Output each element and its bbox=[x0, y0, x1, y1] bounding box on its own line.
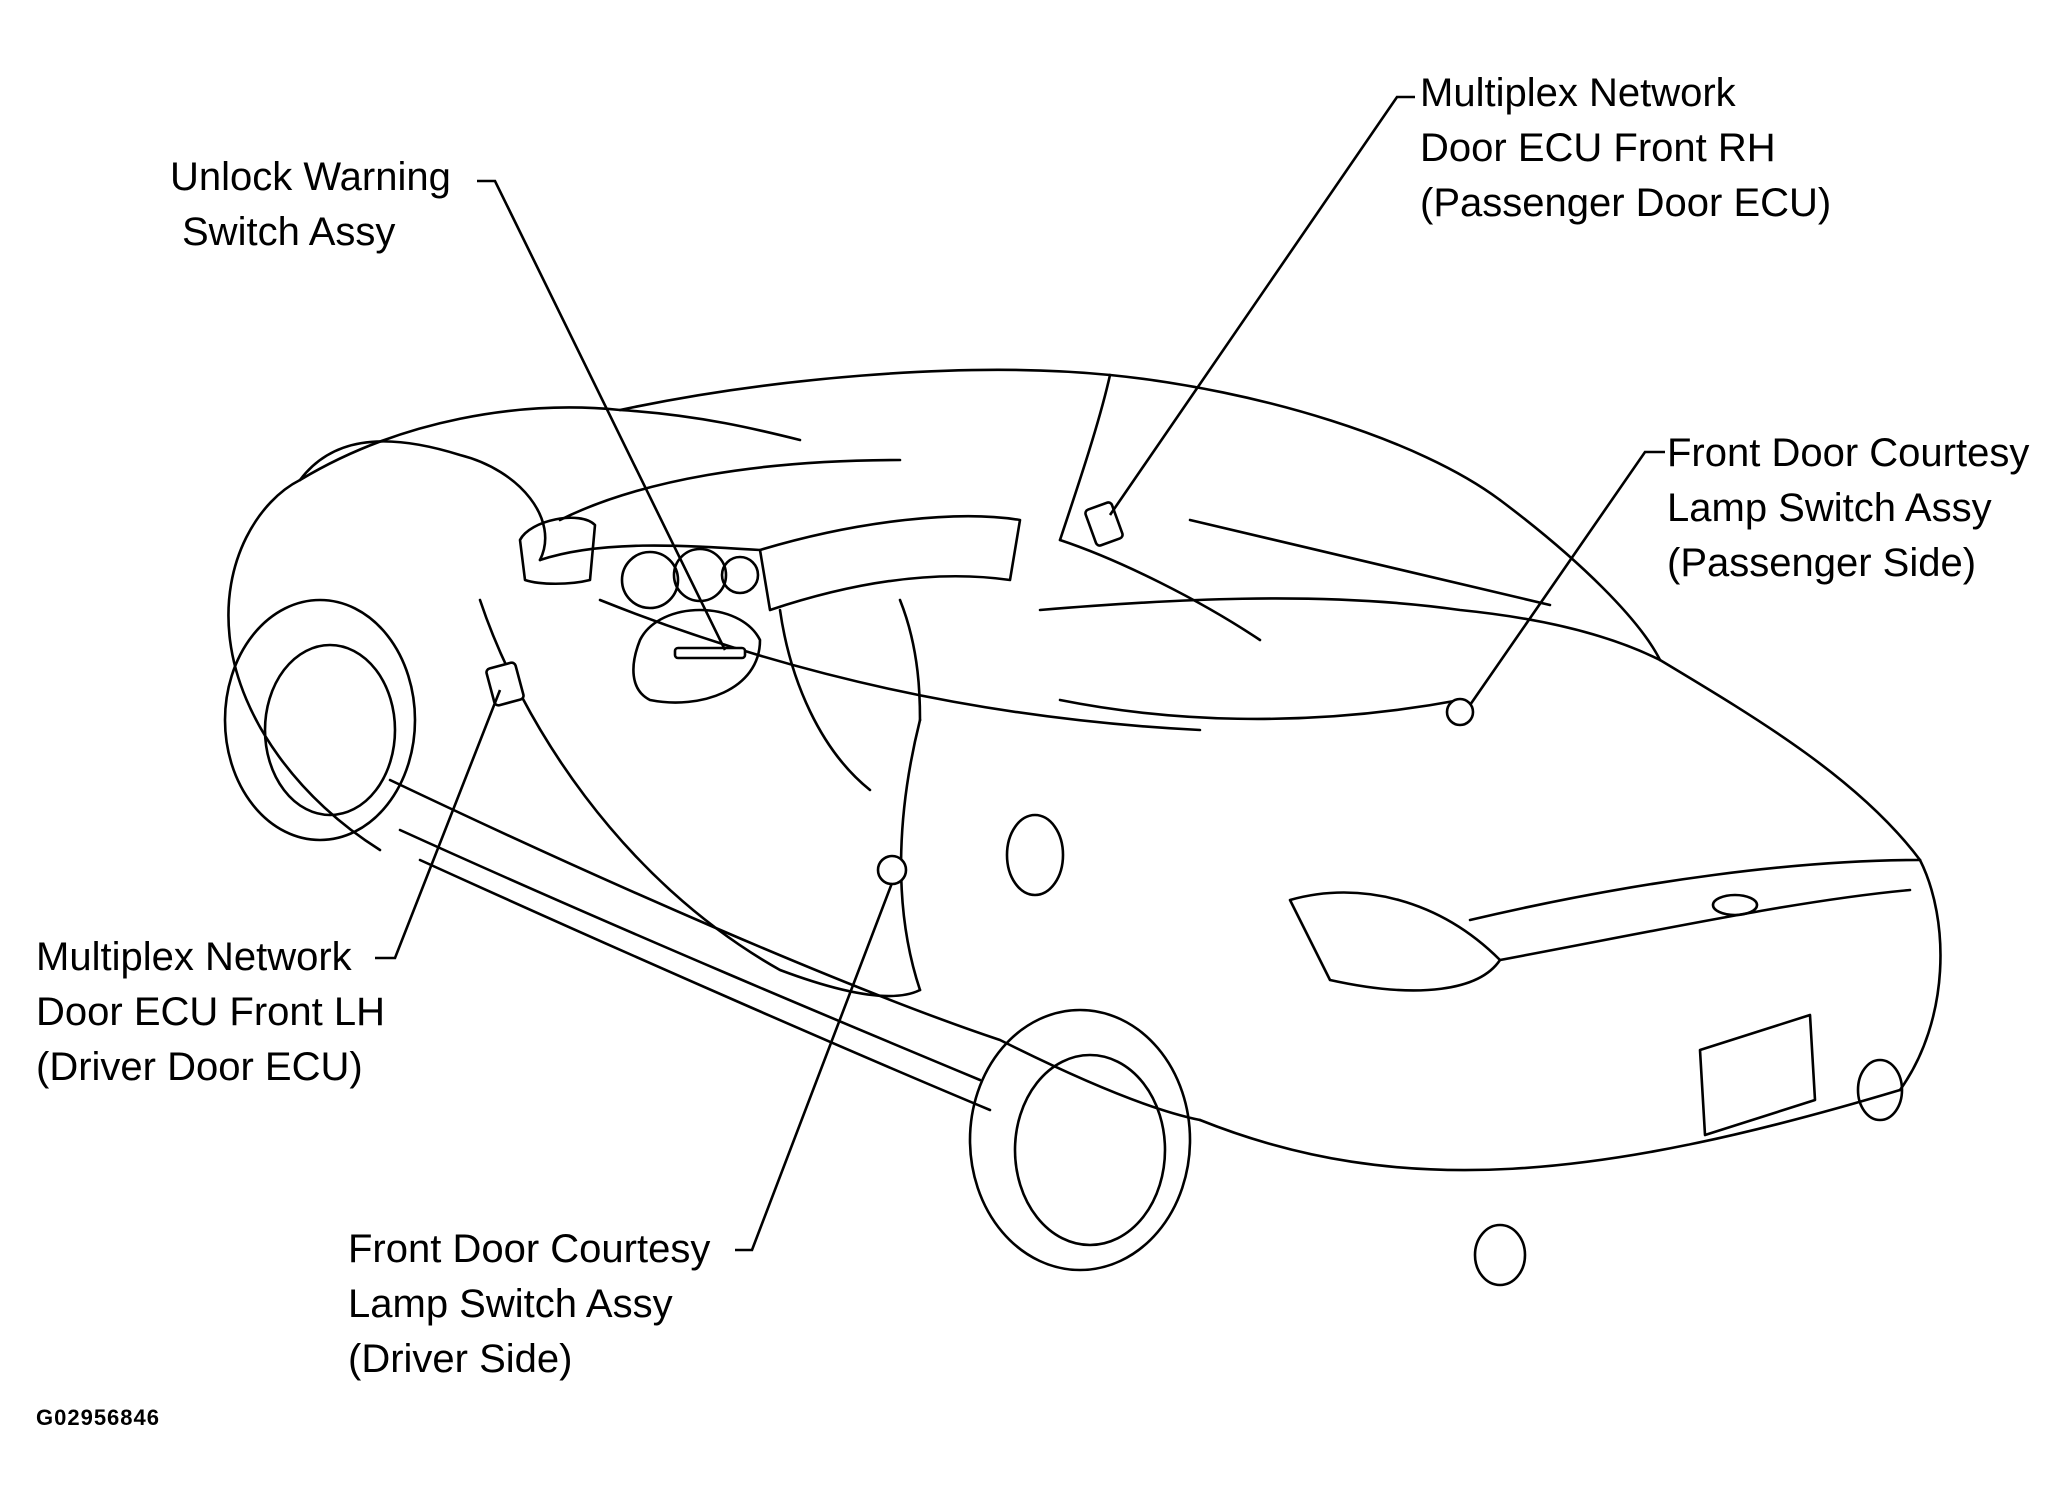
label-ecu-front-lh: Multiplex Network Door ECU Front LH (Dri… bbox=[36, 930, 385, 1095]
label-line: Door ECU Front RH bbox=[1420, 126, 1776, 170]
label-line: Door ECU Front LH bbox=[36, 990, 385, 1034]
courtesy-switch-driver-part bbox=[876, 854, 908, 886]
label-courtesy-switch-passenger: Front Door Courtesy Lamp Switch Assy (Pa… bbox=[1667, 426, 2029, 591]
leader-lines bbox=[375, 95, 1665, 1252]
label-line: Unlock Warning bbox=[170, 155, 451, 199]
label-line: (Driver Side) bbox=[348, 1337, 573, 1381]
label-unlock-warning-switch: Unlock Warning Switch Assy bbox=[170, 150, 451, 260]
label-line: (Passenger Side) bbox=[1667, 541, 1977, 585]
figure-code: G02956846 bbox=[36, 1405, 160, 1430]
label-line: Switch Assy bbox=[182, 210, 396, 254]
ecu-front-lh-part bbox=[485, 661, 525, 707]
unlock-warning-switch-part bbox=[673, 646, 747, 660]
label-line: Front Door Courtesy bbox=[1667, 431, 2030, 475]
courtesy-switch-passenger-part bbox=[1445, 697, 1475, 727]
label-line: Lamp Switch Assy bbox=[348, 1282, 673, 1326]
ecu-front-rh-part bbox=[1084, 501, 1124, 547]
label-line: Multiplex Network bbox=[1420, 71, 1736, 115]
label-line: Lamp Switch Assy bbox=[1667, 486, 1992, 530]
label-line: (Passenger Door ECU) bbox=[1420, 181, 1832, 225]
car-body-outline bbox=[223, 368, 1942, 1287]
label-line: Multiplex Network bbox=[36, 935, 352, 979]
label-ecu-front-rh: Multiplex Network Door ECU Front RH (Pas… bbox=[1420, 66, 1831, 231]
label-courtesy-switch-driver: Front Door Courtesy Lamp Switch Assy (Dr… bbox=[348, 1222, 710, 1387]
label-line: (Driver Door ECU) bbox=[36, 1045, 363, 1089]
label-line: Front Door Courtesy bbox=[348, 1227, 711, 1271]
